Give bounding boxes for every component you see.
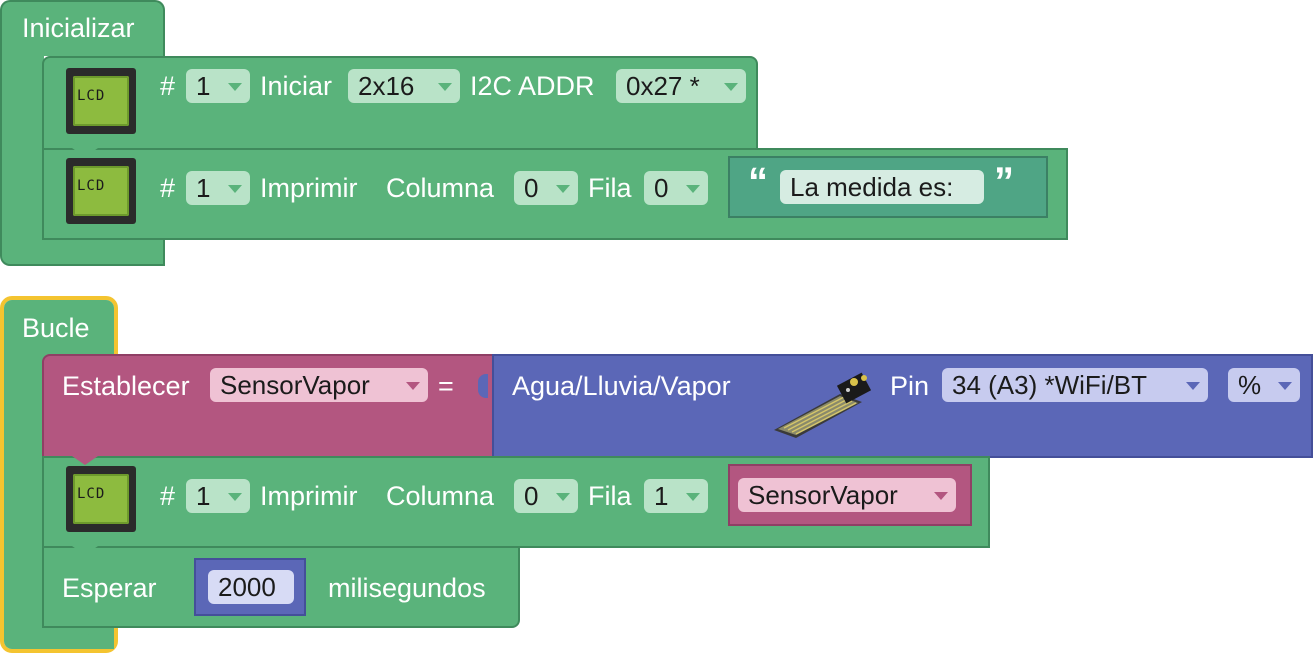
hash-label: # xyxy=(160,173,176,203)
lcd-size-dropdown[interactable]: 2x16 xyxy=(348,69,460,103)
variable-getter-block[interactable]: SensorVapor xyxy=(728,464,972,526)
lcd-number-dropdown[interactable]: 1 xyxy=(186,69,250,103)
row-dropdown[interactable]: 0 xyxy=(644,171,708,205)
column-dropdown[interactable]: 0 xyxy=(514,171,578,205)
connector-notch xyxy=(72,628,98,637)
row-dropdown[interactable]: 1 xyxy=(644,479,708,513)
lcd-number-dropdown[interactable]: 1 xyxy=(186,479,250,513)
row-label: Fila xyxy=(588,173,632,203)
text-literal-block[interactable]: “ La medida es: ” xyxy=(728,156,1048,218)
close-quote: ” xyxy=(994,160,1014,204)
set-variable-block[interactable]: Establecer SensorVapor = xyxy=(42,354,494,458)
init-action-label: Iniciar xyxy=(260,71,333,101)
open-quote: “ xyxy=(748,160,768,204)
print-action-label: Imprimir xyxy=(260,481,358,511)
lcd-icon: LCD xyxy=(66,68,136,134)
hash-label: # xyxy=(160,481,176,511)
set-label: Establecer xyxy=(62,371,190,401)
loop-block-title: Bucle xyxy=(22,313,90,343)
wait-unit-label: milisegundos xyxy=(328,573,486,603)
lcd-icon: LCD xyxy=(66,466,136,532)
wait-duration-input[interactable]: 2000 xyxy=(208,570,294,604)
pin-dropdown[interactable]: 34 (A3) *WiFi/BT xyxy=(942,368,1208,402)
lcd-print-block[interactable]: LCD # 1 Imprimir Columna 0 Fila 0 “ La m… xyxy=(42,148,1068,240)
lcd-print-loop-block[interactable]: LCD # 1 Imprimir Columna 0 Fila 1 Sensor… xyxy=(42,456,990,548)
variable-dropdown[interactable]: SensorVapor xyxy=(210,368,428,402)
init-block-title: Inicializar xyxy=(22,13,135,43)
column-label: Columna xyxy=(386,173,495,203)
print-action-label: Imprimir xyxy=(260,173,358,203)
unit-dropdown[interactable]: % xyxy=(1228,368,1300,402)
puzzle-connector xyxy=(478,374,488,398)
sensor-label: Agua/Lluvia/Vapor xyxy=(512,371,731,401)
loop-block[interactable]: Bucle Establecer SensorVapor = Agua/Lluv… xyxy=(0,296,1313,653)
connector-notch xyxy=(72,148,98,157)
init-block[interactable]: Inicializar LCD # 1 Iniciar 2x16 I2C ADD… xyxy=(0,0,1070,268)
connector-notch xyxy=(72,240,98,249)
water-sensor-icon xyxy=(774,372,872,438)
column-dropdown[interactable]: 0 xyxy=(514,479,578,513)
text-input[interactable]: La medida es: xyxy=(780,170,984,204)
sensor-block[interactable]: Agua/Lluvia/Vapor Pin 34 (A3) *WiFi/BT % xyxy=(492,354,1313,458)
connector-notch xyxy=(72,546,98,555)
i2c-address-dropdown[interactable]: 0x27 * xyxy=(616,69,746,103)
i2c-addr-label: I2C ADDR xyxy=(470,71,595,101)
hash-label: # xyxy=(160,71,176,101)
number-block[interactable]: 2000 xyxy=(194,558,306,616)
pin-label: Pin xyxy=(890,371,930,401)
row-label: Fila xyxy=(588,481,632,511)
equals-label: = xyxy=(438,371,454,401)
lcd-init-block[interactable]: LCD # 1 Iniciar 2x16 I2C ADDR 0x27 * xyxy=(42,56,758,150)
lcd-icon: LCD xyxy=(66,158,136,224)
wait-label: Esperar xyxy=(62,573,157,603)
variable-dropdown[interactable]: SensorVapor xyxy=(738,478,956,512)
wait-block[interactable]: Esperar 2000 milisegundos xyxy=(42,546,520,628)
lcd-number-dropdown[interactable]: 1 xyxy=(186,171,250,205)
column-label: Columna xyxy=(386,481,495,511)
connector-notch xyxy=(72,456,98,465)
